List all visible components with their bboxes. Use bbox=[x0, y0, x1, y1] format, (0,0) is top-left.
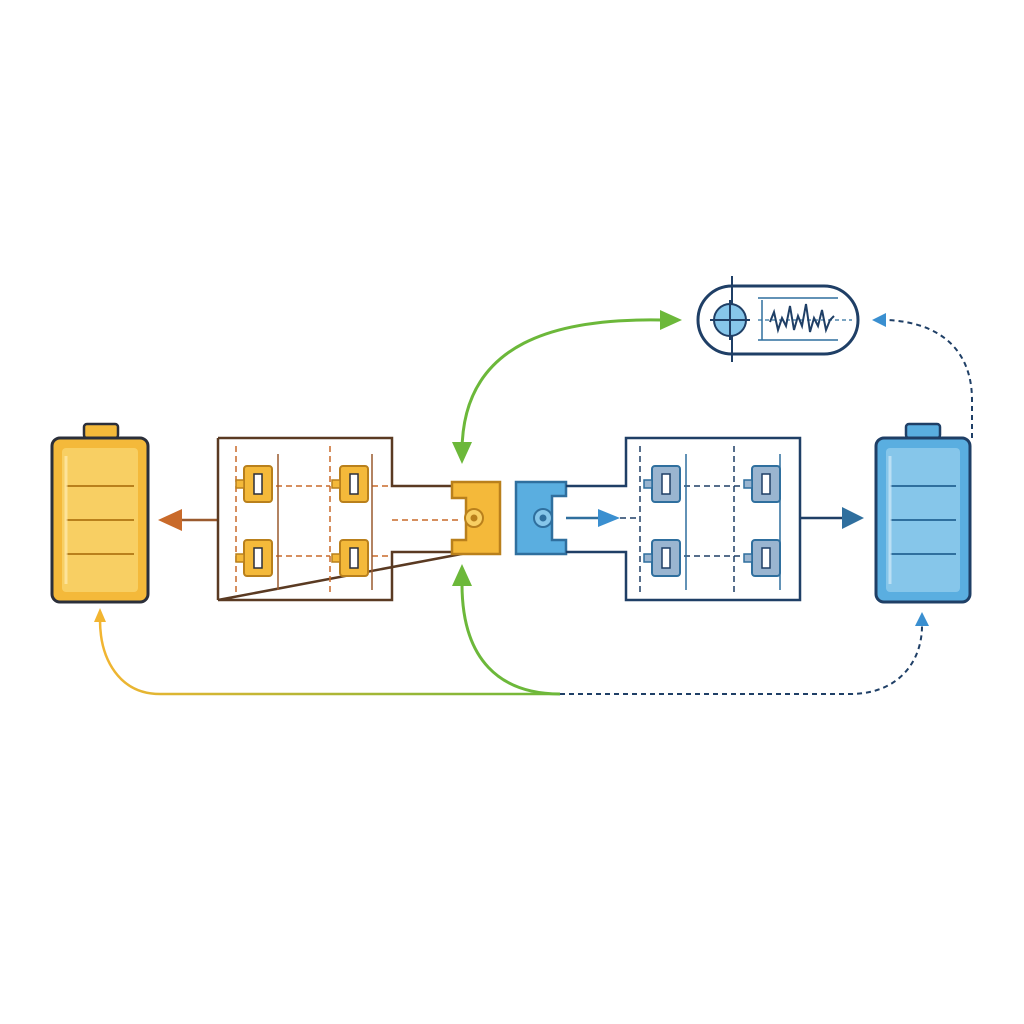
right-battery-icon bbox=[874, 422, 972, 604]
left-connector-icon bbox=[450, 480, 502, 556]
sensor-icon bbox=[710, 300, 750, 340]
left-output-arrow-icon bbox=[158, 509, 218, 531]
left-battery-icon bbox=[50, 422, 150, 604]
right-connector-icon bbox=[514, 480, 620, 556]
monitor-feedback-dashed-line bbox=[872, 313, 973, 438]
right-return-dashed-line bbox=[560, 612, 929, 695]
left-converter-module bbox=[216, 436, 473, 602]
left-return-line bbox=[94, 608, 560, 696]
transistor-icon bbox=[643, 465, 681, 503]
transistor-icon bbox=[331, 465, 369, 503]
transistor-icon bbox=[743, 539, 781, 577]
monitor-panel bbox=[696, 276, 860, 362]
transistor-icon bbox=[235, 465, 273, 503]
right-converter-module bbox=[566, 436, 802, 602]
transistor-icon bbox=[743, 465, 781, 503]
green-feedback-arrow-bottom-icon bbox=[452, 564, 561, 696]
waveform-icon bbox=[758, 297, 852, 341]
transistor-icon bbox=[643, 539, 681, 577]
transistor-icon bbox=[235, 539, 273, 577]
green-feedback-arrow-top-icon bbox=[452, 310, 682, 464]
transistor-icon bbox=[331, 539, 369, 577]
right-output-arrow-icon bbox=[800, 507, 864, 529]
